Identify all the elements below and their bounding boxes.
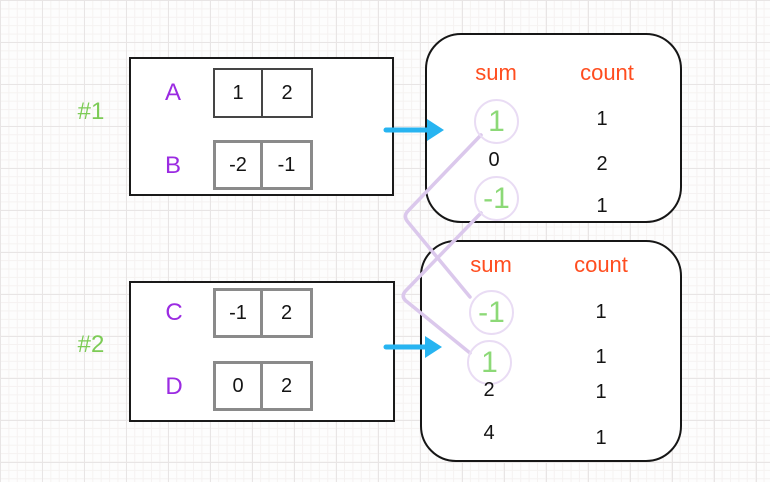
array-a-label: A: [164, 79, 182, 106]
cell-value: 1: [232, 81, 244, 104]
table-1-box: [425, 33, 682, 223]
count-value: 1: [596, 108, 608, 130]
array-cell: 2: [263, 361, 313, 411]
sum-value: -1: [478, 295, 505, 329]
array-cell: -2: [213, 140, 263, 190]
array-cell: -1: [213, 288, 263, 338]
count-value: 1: [595, 381, 607, 403]
cell-value: -2: [229, 153, 247, 176]
array-b-label: B: [164, 152, 182, 179]
array-a-cells: 1 2: [213, 68, 313, 118]
table-1-count-header: count: [580, 60, 634, 85]
sum-value: 1: [481, 345, 498, 379]
cell-value: -1: [229, 301, 247, 324]
sum-value: 4: [483, 422, 495, 444]
group-1-tag: #1: [77, 98, 105, 125]
array-b-cells: -2 -1: [213, 140, 313, 190]
cell-value: 0: [232, 374, 244, 397]
count-value: 1: [596, 195, 608, 217]
table-2-count-header: count: [574, 252, 628, 277]
cell-value: 2: [281, 81, 293, 104]
array-cell: -1: [263, 140, 313, 190]
count-value: 1: [595, 346, 607, 368]
array-c-cells: -1 2: [213, 288, 313, 338]
cell-value: 2: [280, 301, 293, 324]
sum-value: -1: [483, 181, 510, 215]
array-d-label: D: [165, 373, 183, 400]
sum-value: 1: [488, 104, 505, 138]
count-value: 1: [595, 427, 607, 449]
count-value: 1: [595, 301, 607, 323]
sum-value: 0: [488, 149, 500, 171]
array-cell: 0: [213, 361, 263, 411]
highlight-circle: -1: [474, 176, 519, 221]
table-2-box: [420, 240, 682, 462]
highlight-circle: -1: [469, 290, 514, 335]
array-cell: 2: [263, 68, 313, 118]
array-cell: 2: [263, 288, 313, 338]
highlight-circle: 1: [474, 99, 519, 144]
array-d-cells: 0 2: [213, 361, 313, 411]
array-c-label: C: [165, 299, 183, 326]
array-cell: 1: [213, 68, 263, 118]
group-2-tag: #2: [77, 331, 105, 358]
table-2-sum-header: sum: [470, 252, 512, 277]
table-1-sum-header: sum: [475, 60, 517, 85]
highlight-circle: 1: [467, 340, 512, 385]
cell-value: -1: [277, 153, 296, 176]
sum-value: 2: [483, 379, 495, 401]
count-value: 2: [596, 153, 608, 175]
cell-value: 2: [280, 374, 293, 397]
